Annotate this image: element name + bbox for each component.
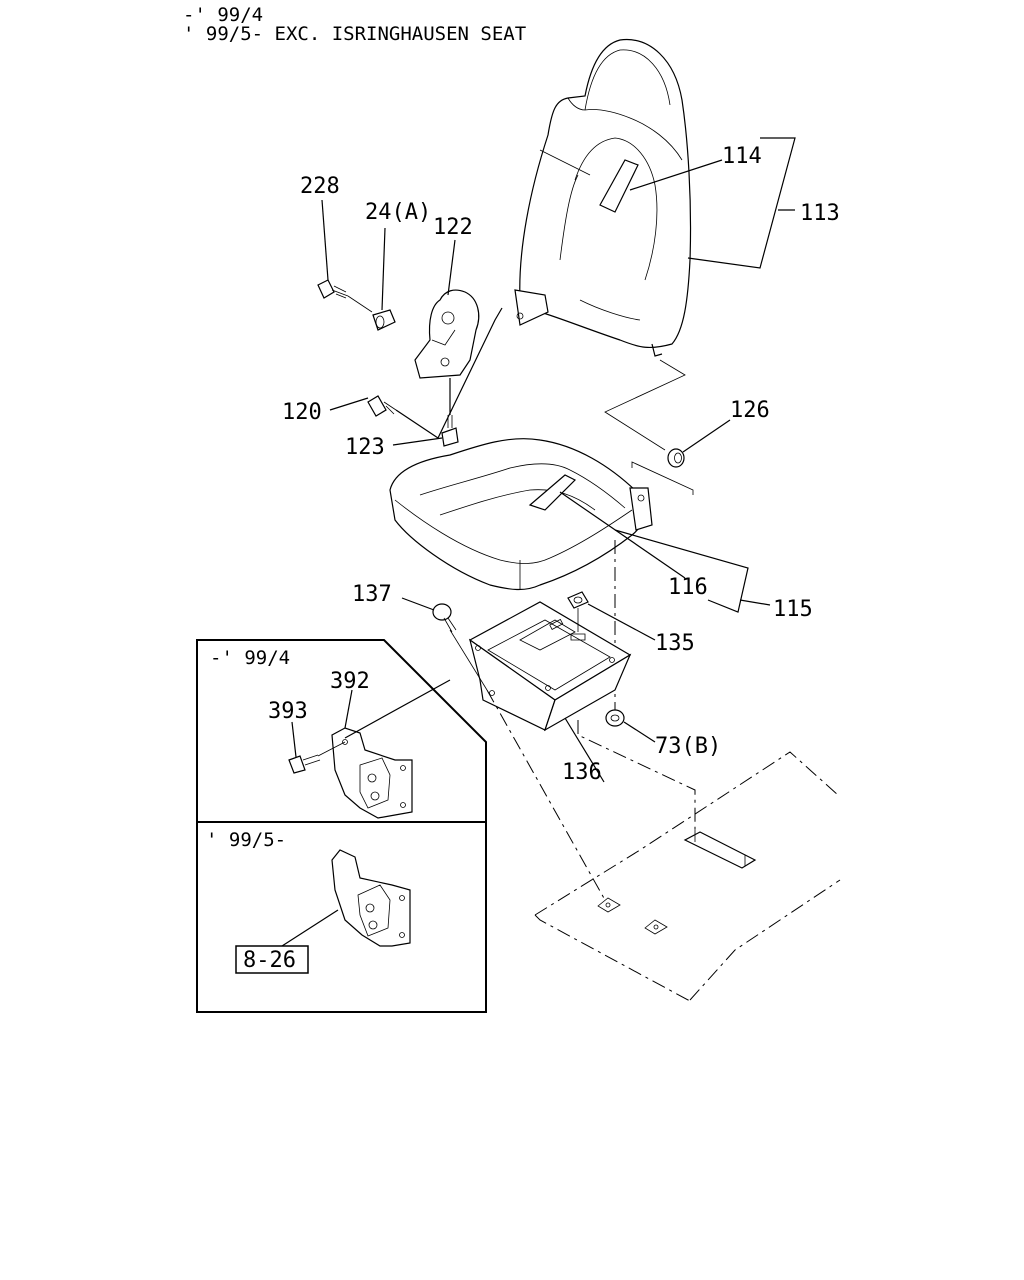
- callout-393: 393: [268, 699, 308, 724]
- callout-116: 116: [668, 575, 708, 600]
- inset-top-label: -' 99/4: [210, 647, 290, 669]
- callout-120: 120: [282, 400, 322, 425]
- bolt-137[interactable]: [432, 603, 457, 633]
- callout-114: 114: [722, 144, 762, 169]
- hinge-bracket[interactable]: [414, 289, 480, 379]
- callout-122: 122: [433, 215, 473, 240]
- ref-8-26[interactable]: 8-26: [243, 948, 296, 973]
- bolt-393[interactable]: [288, 754, 321, 774]
- inset-bottom-label: ' 99/5-: [206, 829, 286, 851]
- ref-box[interactable]: [235, 945, 309, 974]
- callout-113: 113: [800, 201, 840, 226]
- header-line-1: -' 99/4: [183, 4, 263, 26]
- bushing-126[interactable]: [667, 448, 685, 468]
- nut-73b[interactable]: [605, 709, 625, 727]
- bolt-120[interactable]: [367, 395, 397, 417]
- seat-cushion[interactable]: [389, 438, 653, 591]
- callout-137: 137: [352, 582, 392, 607]
- callout-24a: 24(A): [365, 200, 431, 225]
- callout-73b: 73(B): [655, 734, 721, 759]
- bolt-228[interactable]: [317, 279, 349, 299]
- seat-base-bracket[interactable]: [468, 601, 632, 732]
- seat-back[interactable]: [514, 38, 692, 357]
- bracket-392[interactable]: [331, 727, 413, 819]
- callout-115: 115: [773, 597, 813, 622]
- floor-panel: [534, 720, 841, 1001]
- header-line-2: ' 99/5- EXC. ISRINGHAUSEN SEAT: [183, 23, 526, 45]
- callout-228: 228: [300, 174, 340, 199]
- spacer-24a[interactable]: [372, 309, 396, 331]
- callout-126: 126: [730, 398, 770, 423]
- callout-136: 136: [562, 760, 602, 785]
- callout-123: 123: [345, 435, 385, 460]
- callout-392: 392: [330, 669, 370, 694]
- callout-135: 135: [655, 631, 695, 656]
- inset-box: [196, 639, 487, 1013]
- bracket-alt[interactable]: [331, 849, 411, 947]
- bolt-123[interactable]: [441, 415, 459, 447]
- nut-135[interactable]: [567, 591, 589, 641]
